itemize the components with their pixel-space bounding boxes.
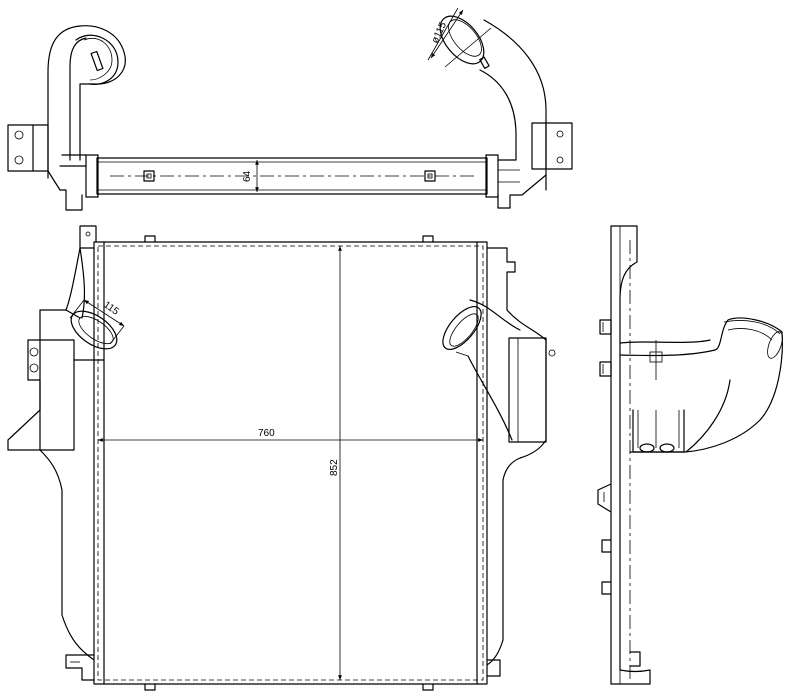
dim-outlet-diameter: ø115	[430, 20, 449, 45]
side-view-pipe	[619, 317, 783, 453]
top-view-left-elbow	[47, 25, 126, 179]
top-view-right-bracket	[531, 122, 573, 170]
dim-height: 852	[329, 459, 340, 476]
side-view	[597, 225, 783, 685]
dim-width: 760	[258, 428, 275, 439]
dim-tube-height: 64	[242, 170, 253, 182]
top-view-right-elbow	[479, 69, 517, 161]
top-view: 64 ø115	[7, 7, 573, 211]
front-view-right-outlet	[442, 306, 482, 350]
top-view-tube	[96, 157, 488, 195]
top-view-left-bracket	[7, 124, 49, 172]
front-view-core	[93, 241, 488, 685]
front-view: 760 852 115	[7, 225, 556, 691]
front-view-left-tank	[79, 225, 97, 249]
side-view-core	[610, 225, 651, 685]
front-view-right-tank	[486, 247, 547, 666]
